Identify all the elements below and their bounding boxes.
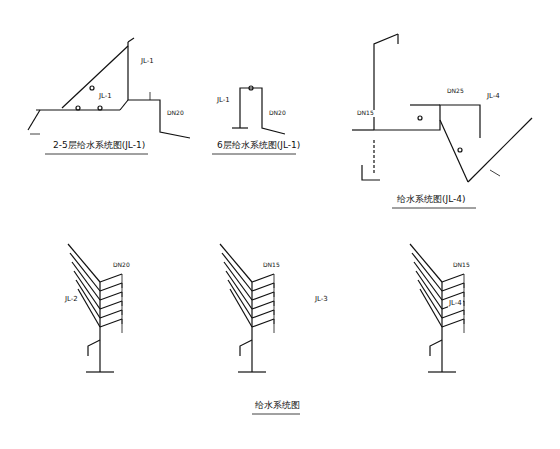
pipe-size: DN15 [356,110,375,117]
pipe-size: DN20 [268,110,287,117]
riser-tag: JL-1 [216,97,231,105]
pipe-size: DN20 [166,110,185,117]
figure-caption: 6层给水系统图(JL-1) [216,141,301,151]
figure-caption: 2-5层给水系统图(JL-1) [52,141,146,151]
riser-tag: JL-4 [448,300,463,308]
pipe-size: DN15 [262,262,281,269]
figure-caption: 给水系统图 [254,401,301,411]
pipe-system [352,34,532,208]
pipe-system [68,244,464,372]
pipe-system [28,38,190,154]
riser-tag: JL-3 [314,296,329,304]
riser-tag: JL-1 [98,93,113,101]
pipe-size: DN20 [112,262,131,269]
pipe-size: DN15 [452,262,471,269]
figure-caption: 给水系统图(JL-4) [396,195,467,205]
riser-tag: JL-1 [140,58,155,66]
riser-tag: JL-2 [64,296,79,304]
pipe-size: DN25 [446,88,465,95]
riser-tag: JL-4 [486,93,501,101]
